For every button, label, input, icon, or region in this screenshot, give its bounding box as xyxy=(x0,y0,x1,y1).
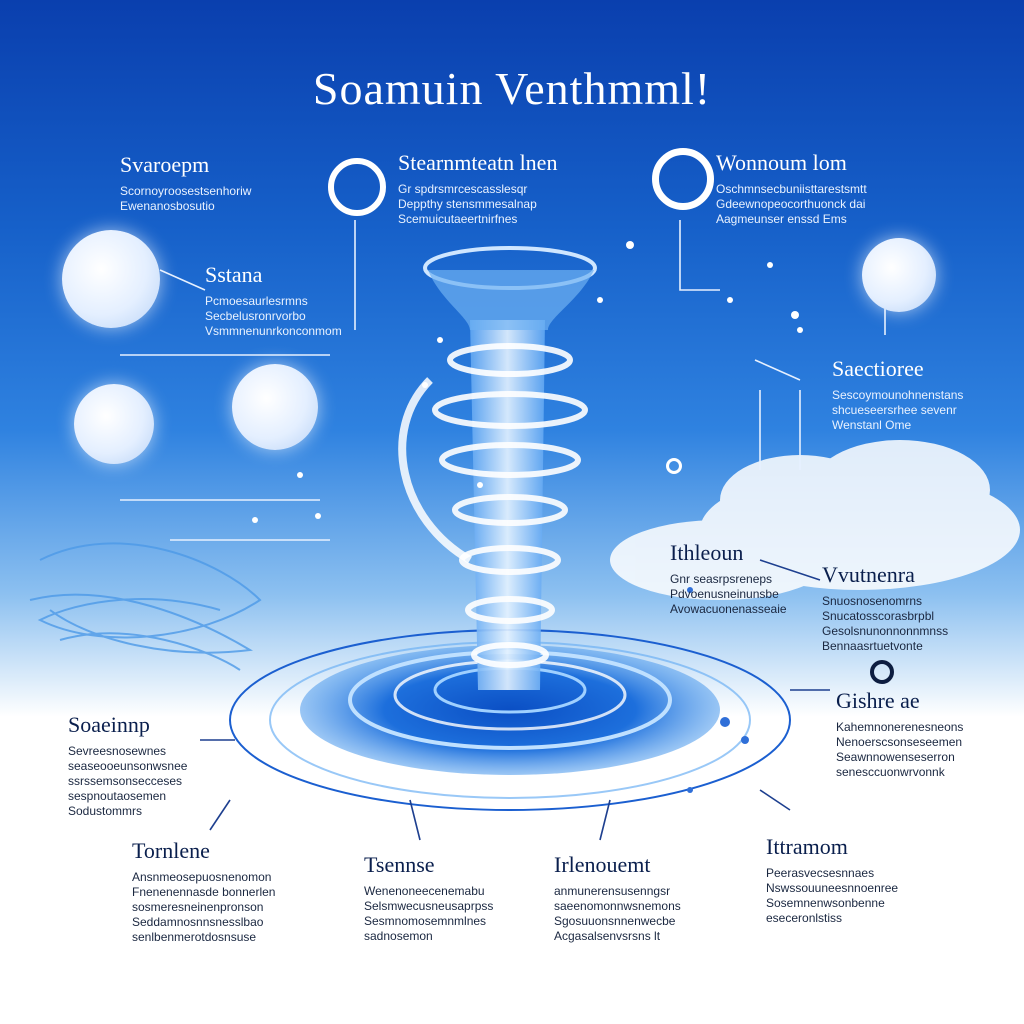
ring-node-mid xyxy=(666,458,682,474)
info-block-11: Tsennse Wenenoneecenemabu Selsmwecusneus… xyxy=(364,852,514,944)
block-heading: Irlenouemt xyxy=(554,852,651,877)
block-line: Aagmeunser enssd Ems xyxy=(716,212,847,226)
block-heading: Sstana xyxy=(205,262,263,287)
block-line: sosmeresneinenpronson xyxy=(132,900,264,914)
block-line: Selsmwecusneusaprpss xyxy=(364,899,494,913)
block-heading: Gishre ae xyxy=(836,688,920,713)
bubble-icon-right xyxy=(862,238,936,312)
block-line: Ansnmeosepuosnenomon xyxy=(132,870,272,884)
block-line: shcueseersrhee sevenr xyxy=(832,403,957,417)
block-line: Oschmnsecbuniisttarestsmtt xyxy=(716,182,867,196)
bubble-icon-left-mid xyxy=(74,384,154,464)
block-line: Seddamnosnnsnesslbao xyxy=(132,915,264,929)
info-block-12: Irlenouemt anmunerensusenngsr saeenomonn… xyxy=(554,852,704,944)
block-line: Scemuicutaeertnirfnes xyxy=(398,212,518,226)
wind-wisps xyxy=(29,542,262,671)
info-block-5: Saectioree Sescoymounohnenstans shcuesee… xyxy=(832,356,982,433)
info-block-1: Svaroepm Scornoyroosestsenhoriw Ewenanos… xyxy=(120,152,310,214)
connector-lines xyxy=(120,220,886,541)
bubble-icon-left-top xyxy=(62,230,160,328)
block-line: Wenenoneecenemabu xyxy=(364,884,485,898)
block-line: Sosemnenwsonbenne xyxy=(766,896,885,910)
block-line: senlbenmerotdosnsuse xyxy=(132,930,257,944)
ring-node-top-left xyxy=(328,158,386,216)
block-heading: Ithleoun xyxy=(670,540,744,565)
info-block-9: Gishre ae Kahemnonerenesneons Nenoerscso… xyxy=(836,688,986,780)
block-line: Snuosnosenomrns xyxy=(822,594,923,608)
ring-node-right xyxy=(870,660,894,684)
block-heading: Saectioree xyxy=(832,356,924,381)
block-line: Avowacuonenasseaie xyxy=(670,602,787,616)
block-heading: Soaeinnp xyxy=(68,712,150,737)
block-line: Bennaasrtuetvonte xyxy=(822,639,923,653)
block-line: Peerasvecsesnnaes xyxy=(766,866,875,880)
block-line: Ewenanosbosutio xyxy=(120,199,215,213)
block-line: Nenoerscsonseseemen xyxy=(836,735,963,749)
block-line: ssrssemsonsecceses xyxy=(68,774,183,788)
info-block-4: Sstana Pcmoesaurlesrmns Secbelusronrvorb… xyxy=(205,262,375,339)
block-heading: Ittramom xyxy=(766,834,848,859)
block-line: Gdeewnopeocorthuonck dai xyxy=(716,197,866,211)
info-block-3: Wonnoum lom Oschmnsecbuniisttarestsmtt G… xyxy=(716,150,926,227)
block-line: Sgosuuonsnnenwecbe xyxy=(554,914,676,928)
block-line: Sodustommrs xyxy=(68,804,143,818)
info-block-7: Vvutnenra Snuosnosenomrns Snucatosscoras… xyxy=(822,562,982,654)
block-line: Scornoyroosestsenhoriw xyxy=(120,184,252,198)
block-line: Gr spdrsmrcescasslesqr xyxy=(398,182,528,196)
block-line: Snucatosscorasbrpbl xyxy=(822,609,935,623)
block-line: Seawnnowenseserron xyxy=(836,750,955,764)
info-block-10: Tornlene Ansnmeosepuosnenomon Fnenenenna… xyxy=(132,838,307,945)
block-line: Sescoymounohnenstans xyxy=(832,388,964,402)
block-line: seaseooeunsonwsnee xyxy=(68,759,188,773)
block-heading: Stearnmteatn lnen xyxy=(398,150,558,175)
block-line: Fnenenennasde bonnerlen xyxy=(132,885,276,899)
clouds xyxy=(610,440,1020,600)
block-heading: Vvutnenra xyxy=(822,562,915,587)
block-line: senesccuonwrvonnk xyxy=(836,765,945,779)
info-block-13: Ittramom Peerasvecsesnnaes Nswssouuneesn… xyxy=(766,834,936,926)
block-line: Pcmoesaurlesrmns xyxy=(205,294,308,308)
block-line: Pdvoenusneinunsbe xyxy=(670,587,779,601)
callout-lines xyxy=(200,559,830,841)
block-heading: Tsennse xyxy=(364,852,435,877)
ring-node-top-right xyxy=(652,148,714,210)
bubble-icon-center-left xyxy=(232,364,318,450)
block-line: eseceronlstiss xyxy=(766,911,843,925)
block-line: Wenstanl Ome xyxy=(832,418,912,432)
block-heading: Svaroepm xyxy=(120,152,210,177)
block-line: Vsmmnenunrkonconmom xyxy=(205,324,342,338)
block-line: Gesolsnunonnonnmnss xyxy=(822,624,949,638)
block-line: Sevreesnosewnes xyxy=(68,744,167,758)
info-block-2: Stearnmteatn lnen Gr spdrsmrcescasslesqr… xyxy=(398,150,608,227)
droplets xyxy=(252,241,803,523)
block-line: sadnosemon xyxy=(364,929,433,943)
block-line: Gnr seasrpsreneps xyxy=(670,572,773,586)
page-title: Soamuin Venthmml! xyxy=(312,63,712,114)
block-line: Deppthy stensmmesalnap xyxy=(398,197,537,211)
block-line: Kahemnonerenesneons xyxy=(836,720,964,734)
block-line: Nswssouuneesnnoenree xyxy=(766,881,899,895)
block-line: saeenomonnwsnemons xyxy=(554,899,681,913)
block-line: anmunerensusenngsr xyxy=(554,884,671,898)
block-line: Sesmnomosemnmlnes xyxy=(364,914,487,928)
block-line: sespnoutaosemen xyxy=(68,789,167,803)
block-heading: Tornlene xyxy=(132,838,210,863)
block-line: Secbelusronrvorbo xyxy=(205,309,306,323)
dark-droplets xyxy=(687,587,749,793)
info-block-6: Ithleoun Gnr seasrpsreneps Pdvoenusneinu… xyxy=(670,540,810,617)
vortex-column xyxy=(398,246,597,690)
block-heading: Wonnoum lom xyxy=(716,150,847,175)
block-line: Acgasalsenvsrsns lt xyxy=(554,929,661,943)
info-block-8: Soaeinnp Sevreesnosewnes seaseooeunsonws… xyxy=(68,712,208,819)
